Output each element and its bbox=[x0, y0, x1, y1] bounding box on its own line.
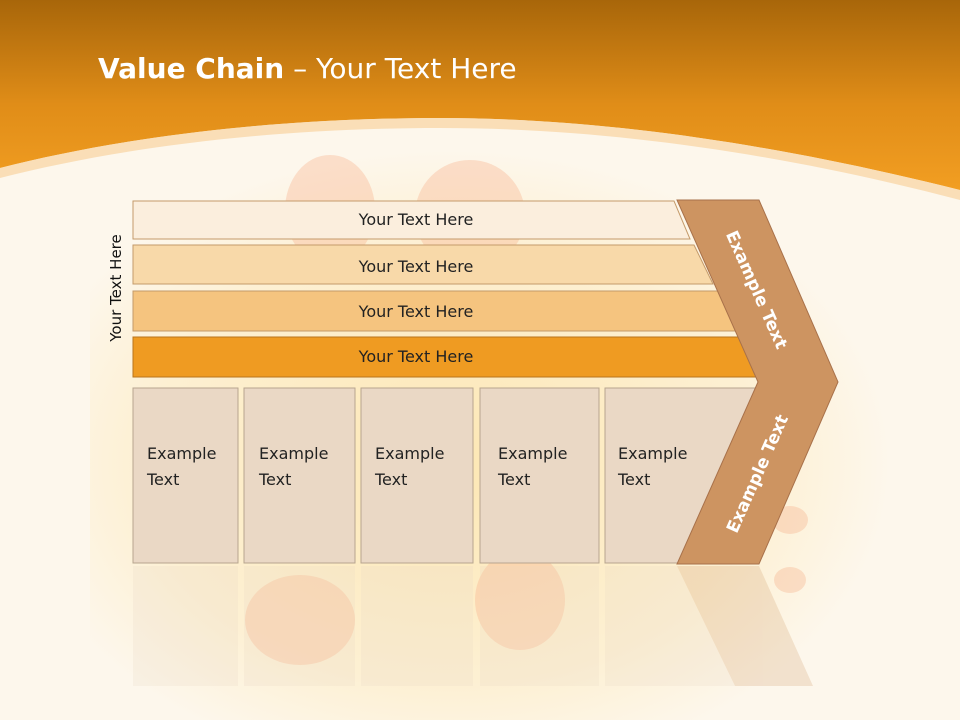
slide-title-rest: – Your Text Here bbox=[284, 52, 517, 85]
slide-title: Value Chain – Your Text Here bbox=[98, 52, 517, 86]
row-label-2: Your Text Here bbox=[358, 257, 474, 276]
row-label-4: Your Text Here bbox=[358, 347, 474, 366]
side-label: Your Text Here bbox=[107, 234, 125, 342]
column-label-3-line-1: Example bbox=[375, 444, 444, 463]
column-box-4: Example Text bbox=[479, 387, 600, 564]
column-box-5: Example Text bbox=[604, 387, 762, 564]
column-label-4-line-2: Text bbox=[497, 470, 530, 489]
column-boxes: Example Text Example Text Example Text E… bbox=[132, 387, 762, 564]
row-bars: Your Text Here Your Text Here Your Text … bbox=[132, 200, 764, 378]
chevron-arrow: Example Text Example Text bbox=[676, 199, 839, 565]
row-bar-4: Your Text Here bbox=[132, 336, 764, 378]
header-band bbox=[0, 0, 960, 190]
column-label-5-line-2: Text bbox=[617, 470, 650, 489]
column-label-3-line-2: Text bbox=[374, 470, 407, 489]
column-label-4-line-1: Example bbox=[498, 444, 567, 463]
row-bar-3: Your Text Here bbox=[132, 290, 739, 332]
slide-title-bold: Value Chain bbox=[98, 52, 285, 85]
column-box-2: Example Text bbox=[243, 387, 356, 564]
row-label-3: Your Text Here bbox=[358, 302, 474, 321]
column-label-2-line-1: Example bbox=[259, 444, 328, 463]
column-label-1-line-2: Text bbox=[146, 470, 179, 489]
column-label-5-line-1: Example bbox=[618, 444, 687, 463]
column-box-3: Example Text bbox=[360, 387, 474, 564]
diagram-reflection bbox=[133, 566, 813, 686]
column-label-1-line-1: Example bbox=[147, 444, 216, 463]
row-bar-2: Your Text Here bbox=[132, 244, 714, 285]
row-bar-1: Your Text Here bbox=[132, 200, 691, 240]
column-box-1: Example Text bbox=[132, 387, 239, 564]
row-label-1: Your Text Here bbox=[358, 210, 474, 229]
column-label-2-line-2: Text bbox=[258, 470, 291, 489]
